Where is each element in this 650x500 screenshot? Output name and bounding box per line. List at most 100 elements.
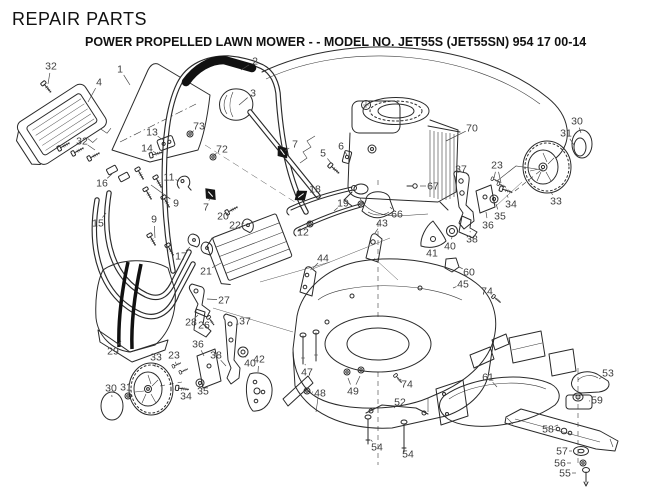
part-callout-67: 67 [427, 181, 439, 193]
callout-leader [123, 74, 131, 86]
callout-leader [452, 286, 457, 289]
part-callout-42: 42 [253, 354, 265, 366]
part-callout-26: 26 [198, 320, 210, 332]
part-callout-52: 52 [394, 397, 406, 409]
part-callout-16: 16 [96, 178, 108, 190]
clip-60-illustration [444, 257, 460, 273]
part-callout-1: 1 [117, 64, 123, 76]
part-callout-47: 47 [301, 367, 313, 379]
part-callout-40: 40 [444, 241, 456, 253]
part-callout-9: 9 [151, 214, 157, 226]
bracket-43-illustration [365, 233, 383, 263]
part-callout-41: 41 [426, 248, 438, 260]
part-callout-2: 2 [252, 56, 258, 68]
callout-leader [399, 378, 402, 381]
callout-leader [485, 211, 488, 219]
part-callout-14: 14 [141, 143, 153, 155]
callout-leader [208, 197, 211, 201]
part-callout-54: 54 [371, 442, 383, 454]
part-callout-4: 4 [96, 77, 102, 89]
callout-leader [491, 295, 494, 298]
part-callout-17: 17 [175, 251, 187, 263]
callout-leader [220, 359, 227, 367]
bracket-44-illustration [299, 266, 317, 297]
callout-leader [240, 64, 250, 71]
part-callout-7: 7 [203, 202, 209, 214]
callout-leader [190, 130, 194, 134]
callout-leader [87, 144, 96, 151]
part-callout-22: 22 [229, 220, 241, 232]
callout-leader [195, 314, 199, 318]
part-callout-33: 33 [150, 352, 162, 364]
part-callout-53: 53 [602, 368, 614, 380]
callout-leader [47, 72, 51, 85]
page-title: REPAIR PARTS [12, 9, 148, 29]
part-callout-59: 59 [591, 395, 603, 407]
part-callout-55: 55 [559, 468, 571, 480]
part-callout-49: 49 [347, 386, 359, 398]
part-callout-21: 21 [200, 266, 212, 278]
callout-leader [445, 130, 466, 142]
callout-leader [150, 184, 171, 200]
callout-leader [495, 203, 499, 210]
part-callout-7: 7 [292, 139, 298, 151]
callout-leader [598, 376, 603, 380]
engine-illustration [343, 97, 461, 217]
lower-handle-illustration [91, 190, 196, 320]
diagram-art [16, 46, 619, 487]
part-callout-37: 37 [239, 316, 251, 328]
drive-cable-illustration [261, 46, 568, 164]
callout-leader [244, 355, 247, 358]
part-callout-23: 23 [168, 350, 180, 362]
callout-leader [206, 298, 218, 300]
part-callout-70: 70 [466, 123, 478, 135]
callout-leader [238, 97, 248, 106]
part-callout-30: 30 [105, 383, 117, 395]
callout-leader [318, 194, 322, 198]
part-callout-58: 58 [542, 424, 554, 436]
part-callout-35: 35 [197, 386, 209, 398]
part-callout-32: 32 [76, 136, 88, 148]
part-callout-13: 13 [146, 127, 158, 139]
callout-leader [212, 262, 222, 269]
part-callout-43: 43 [376, 218, 388, 230]
right-hubcap-illustration [571, 129, 593, 159]
part-callout-33: 33 [550, 196, 562, 208]
rear-door-panel-illustration [111, 63, 299, 205]
left-wheel-illustration [128, 362, 183, 416]
part-callout-31: 31 [120, 382, 132, 394]
part-callout-28: 28 [185, 317, 197, 329]
callout-leader [154, 225, 156, 239]
callout-leader [355, 375, 361, 385]
callout-leader [498, 171, 502, 184]
callout-leader [212, 153, 217, 157]
callout-leader [180, 389, 182, 391]
part-callout-29: 29 [107, 346, 119, 358]
part-callout-74: 74 [481, 286, 493, 298]
callout-leader [106, 173, 113, 179]
part-callout-48: 48 [314, 388, 326, 400]
left-hubcap-illustration [100, 391, 132, 421]
part-callout-36: 36 [192, 339, 204, 351]
bracket-27-illustration [188, 283, 211, 318]
handle-hardware [106, 130, 310, 257]
part-callout-5: 5 [320, 148, 326, 160]
callout-leader [393, 406, 396, 409]
callout-leader [284, 147, 290, 152]
part-callout-12: 12 [297, 227, 309, 239]
callout-leader [347, 377, 351, 385]
blade-assembly-illustration [504, 368, 619, 487]
part-callout-36: 36 [482, 220, 494, 232]
part-callout-30: 30 [571, 116, 583, 128]
part-callout-35: 35 [494, 211, 506, 223]
handle-grip [181, 55, 257, 87]
link-rods-illustration [286, 185, 365, 237]
bracket-28-illustration [193, 308, 212, 338]
callout-leader [506, 194, 509, 198]
part-callout-18: 18 [309, 184, 321, 196]
callout-leader [200, 350, 205, 357]
callout-leader [389, 206, 393, 210]
part-callout-11: 11 [164, 172, 175, 184]
part-callout-57: 57 [556, 446, 568, 458]
